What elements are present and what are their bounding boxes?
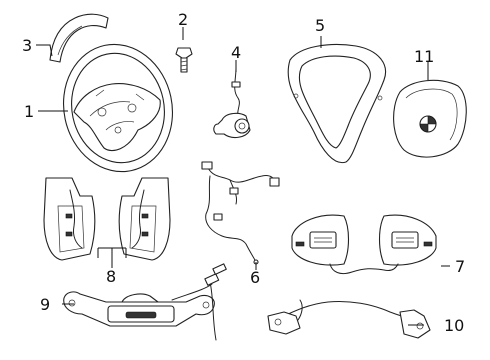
part-3-trim-cover	[49, 13, 109, 63]
part-8-paddle-right	[118, 177, 171, 261]
callout-5: 5	[315, 16, 325, 35]
leader-lines	[36, 27, 450, 326]
part-6-wiring-harness	[201, 161, 280, 265]
part-7-switch-left	[291, 214, 350, 266]
callout-labels: 3 1 2 4 5 11 7 6 8 9 10	[22, 10, 465, 335]
callout-7: 7	[455, 257, 465, 276]
callout-10: 10	[444, 316, 464, 335]
callout-4: 4	[231, 43, 241, 62]
callout-2: 2	[178, 10, 188, 29]
callout-1: 1	[24, 102, 34, 121]
part-7-connecting-cable	[329, 263, 399, 275]
part-5-airbag-frame	[287, 43, 386, 164]
callout-3: 3	[22, 36, 32, 55]
part-7-switch-right	[378, 214, 437, 266]
callout-6: 6	[250, 268, 260, 287]
part-8-paddle-left	[43, 177, 96, 261]
callout-8: 8	[106, 267, 116, 286]
part-9-lower-bezel	[63, 263, 227, 341]
part-10-switch-cable	[267, 299, 431, 339]
callout-9: 9	[40, 295, 50, 314]
callout-11: 11	[414, 47, 434, 66]
part-4-sensor	[213, 67, 251, 139]
part-1-steering-wheel	[62, 43, 174, 173]
part-2-screw	[175, 47, 193, 73]
part-11-airbag-module	[393, 79, 467, 158]
